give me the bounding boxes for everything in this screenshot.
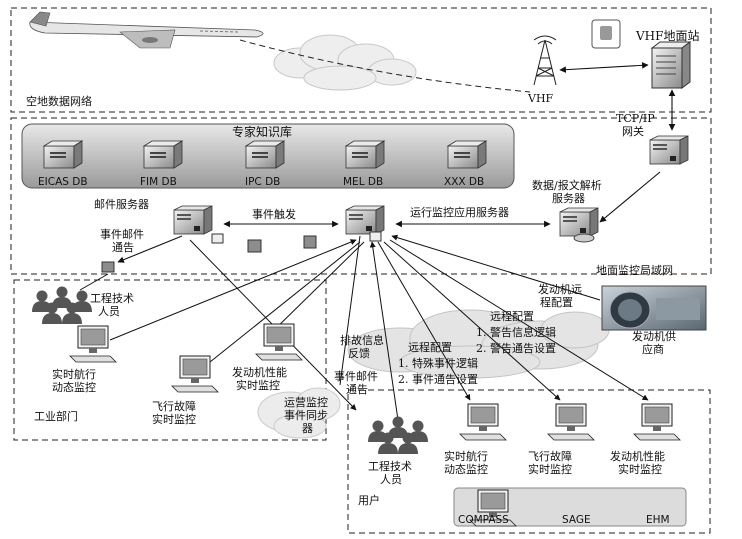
remote1-item1: 1. 特殊事件逻辑 (398, 357, 478, 370)
event-trigger-label: 事件触发 (252, 208, 296, 221)
industry-fault-label-2: 实时监控 (152, 413, 196, 426)
sync-label-2: 事件同步 (284, 409, 328, 422)
app-ehm-label: EHM (646, 514, 670, 526)
industry-flight-label-2: 动态监控 (52, 381, 96, 394)
db-label-xxx: XXX DB (444, 176, 485, 188)
network-switch-icons (101, 231, 382, 273)
knowledge-base-title: 专家知识库 (232, 125, 293, 139)
db-label-mel: MEL DB (343, 176, 384, 188)
industry-engine-label-2: 实时监控 (236, 379, 280, 392)
remote1-title: 远程配置 (408, 341, 452, 354)
engine-remote-label-1: 发动机远 (538, 283, 582, 296)
app-compass-label: COMPASS (458, 514, 509, 526)
industry-flight-label-1: 实时航行 (52, 368, 96, 381)
vhf-station-label: VHF地面站 (636, 29, 700, 43)
industry-engineer-label-1: 工程技术 (90, 292, 134, 305)
engine-supplier-label-2: 应商 (642, 343, 664, 356)
gateway-label-1: TCP/IP (616, 112, 655, 125)
user-engineer-icon (368, 416, 428, 454)
remote2-title: 远程配置 (490, 310, 534, 323)
region-air-ground-label: 空地数据网络 (26, 95, 92, 108)
sync-label-3: 器 (302, 422, 313, 435)
user-flight-label-2: 动态监控 (444, 463, 488, 476)
region-air-ground (10, 7, 712, 113)
vhf-label: VHF (528, 92, 554, 105)
user-engineer-label-2: 人员 (380, 473, 402, 486)
cloud-air (273, 34, 417, 91)
user-engine-label-2: 实时监控 (618, 463, 662, 476)
db-label-fim: FIM DB (140, 176, 177, 188)
engine-photo (601, 285, 707, 331)
parse-server-label-1: 数据/报文解析 (532, 179, 602, 192)
feedback-label-2: 反馈 (348, 347, 370, 360)
db-label-eicas: EICAS DB (38, 176, 88, 188)
user-engineer-label-1: 工程技术 (368, 460, 412, 473)
user-fault-label-2: 实时监控 (528, 463, 572, 476)
industry-engineer-label-2: 人员 (98, 305, 120, 318)
industry-engineer-icon (32, 286, 92, 324)
region-user (347, 389, 711, 534)
user-mail-label-1: 事件邮件 (334, 370, 378, 383)
feedback-label-1: 排故信息 (340, 334, 384, 347)
db-label-ipc: IPC DB (245, 176, 281, 188)
mail-server-label: 邮件服务器 (94, 198, 149, 211)
region-ground-lan (10, 117, 712, 275)
region-user-label: 用户 (358, 494, 380, 507)
industry-fault-label-1: 飞行故障 (152, 400, 196, 413)
industry-engine-label-1: 发动机性能 (232, 366, 287, 379)
apps-bar (453, 487, 687, 527)
region-industry (13, 279, 327, 441)
app-sage-label: SAGE (562, 514, 591, 526)
remote2-item2: 2. 警告通告设置 (476, 342, 556, 355)
user-mail-label-2: 通告 (346, 383, 368, 396)
remote2-item1: 1. 警告信息逻辑 (476, 326, 556, 339)
mail-notice-label-2: 通告 (112, 241, 134, 254)
user-fault-label-1: 飞行故障 (528, 450, 572, 463)
user-engine-label-1: 发动机性能 (610, 450, 665, 463)
region-ground-lan-label: 地面监控局域网 (596, 264, 673, 277)
airplane-icon (29, 11, 264, 49)
user-flight-label-1: 实时航行 (444, 450, 488, 463)
remote1-item2: 2. 事件通告设置 (398, 373, 478, 386)
engine-remote-label-2: 程配置 (540, 296, 573, 309)
vhf-ground-station-icon (591, 19, 692, 89)
sync-label-1: 运营监控 (284, 396, 328, 409)
cloud-sync (257, 387, 341, 439)
region-industry-label: 工业部门 (34, 410, 78, 423)
mail-notice-label-1: 事件邮件 (100, 228, 144, 241)
app-server-label: 运行监控应用服务器 (410, 206, 509, 219)
engine-supplier-label-1: 发动机供 (632, 330, 676, 343)
parse-server-label-2: 服务器 (552, 192, 585, 205)
cloud-remote-config (347, 309, 610, 379)
vhf-tower-icon (533, 35, 557, 86)
gateway-label-2: 网关 (622, 125, 644, 138)
